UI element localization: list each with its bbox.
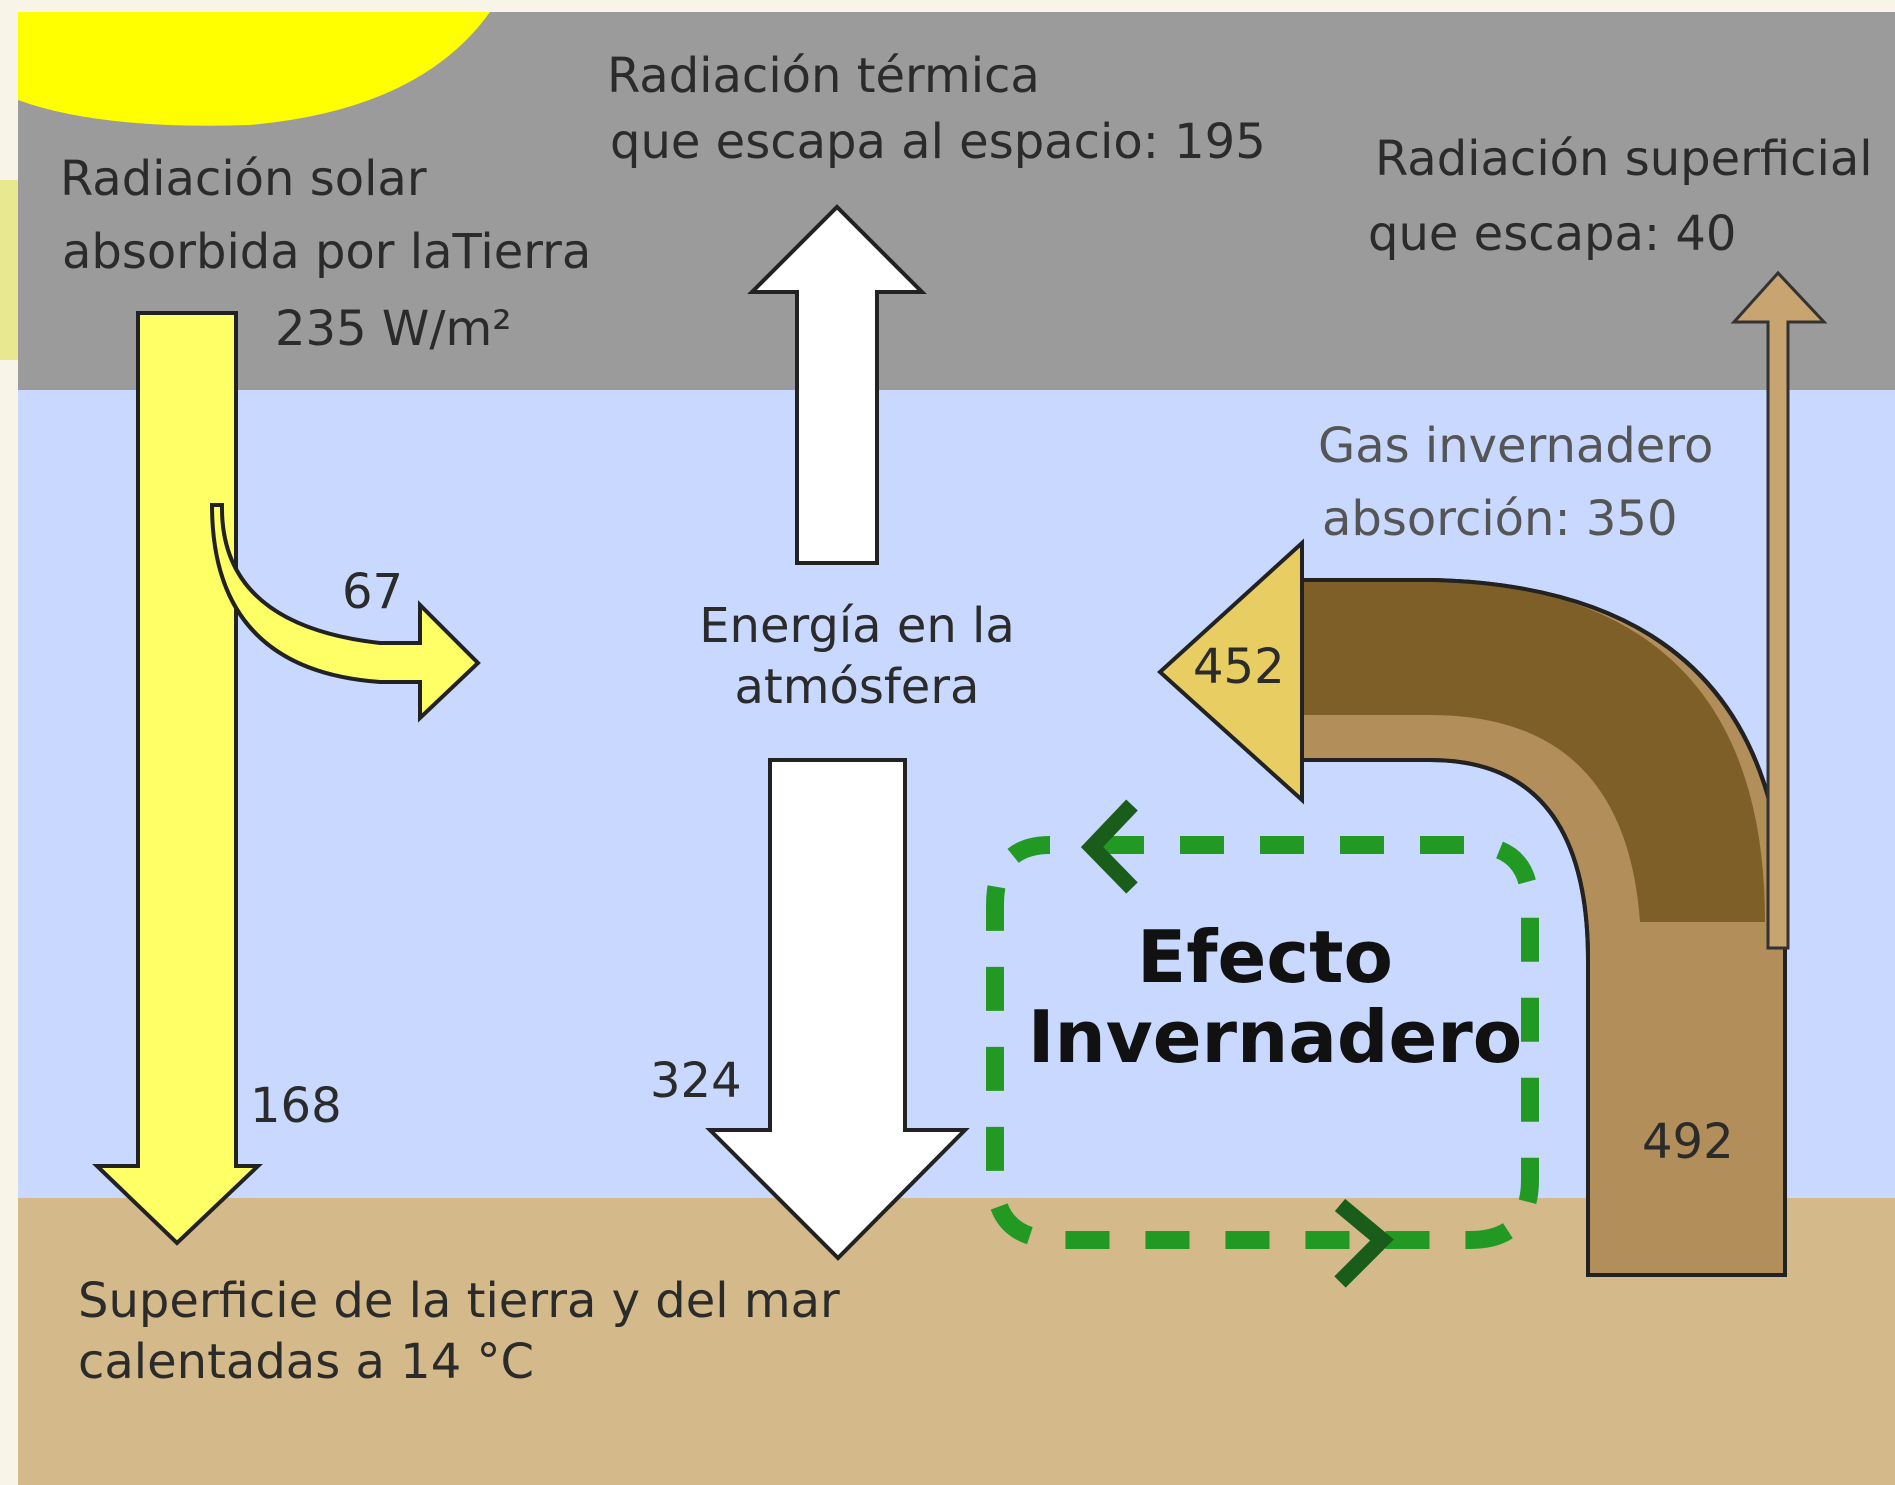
atmosphere-emission-head [1157,538,1304,805]
space-label-line2: que escapa al espacio: 195 [610,114,1266,170]
surface-escape-label-line2: que escapa: 40 [1368,206,1736,262]
effect-label-line1: Efecto [1137,915,1393,999]
solar-label-line3: 235 W/m² [275,301,512,357]
thermal-escape-arrow [747,204,927,565]
solar-label-line1: Radiación solar [60,151,427,207]
atmosphere-label-line1: Energía en la [699,598,1015,654]
solar-label-line2: absorbida por laTierra [62,224,591,280]
gas-label-line2: absorción: 350 [1322,491,1678,547]
surface-escape-arrow [1730,270,1828,950]
sun-icon [18,12,490,126]
greenhouse-loop [986,836,1539,1249]
loop-arrowhead-bottom [1334,1198,1394,1288]
value-solar-to-atmosphere: 67 [342,564,403,620]
value-back-radiation: 324 [650,1053,742,1109]
atmosphere-label-line2: atmósfera [735,659,980,715]
loop-arrowhead-top [1080,799,1138,894]
value-atmosphere-emission: 452 [1193,639,1285,695]
effect-label-line2: Invernadero [1028,995,1523,1079]
gas-absorption-band [1300,580,1765,922]
surface-escape-label-line1: Radiación superficial [1375,131,1873,187]
space-label-line1: Radiación térmica [607,48,1040,104]
gas-label-line1: Gas invernadero [1318,418,1713,474]
ground-label-line2: calentadas a 14 °C [78,1334,534,1390]
left-margin-strip [0,180,20,360]
ground-label-line1: Superficie de la tierra y del mar [78,1273,840,1329]
solar-branch-arrow [209,503,481,723]
value-surface-emission: 492 [1642,1114,1734,1170]
back-radiation-arrow [705,758,970,1261]
ground-band [18,1198,1895,1485]
value-solar-to-surface: 168 [250,1078,342,1134]
